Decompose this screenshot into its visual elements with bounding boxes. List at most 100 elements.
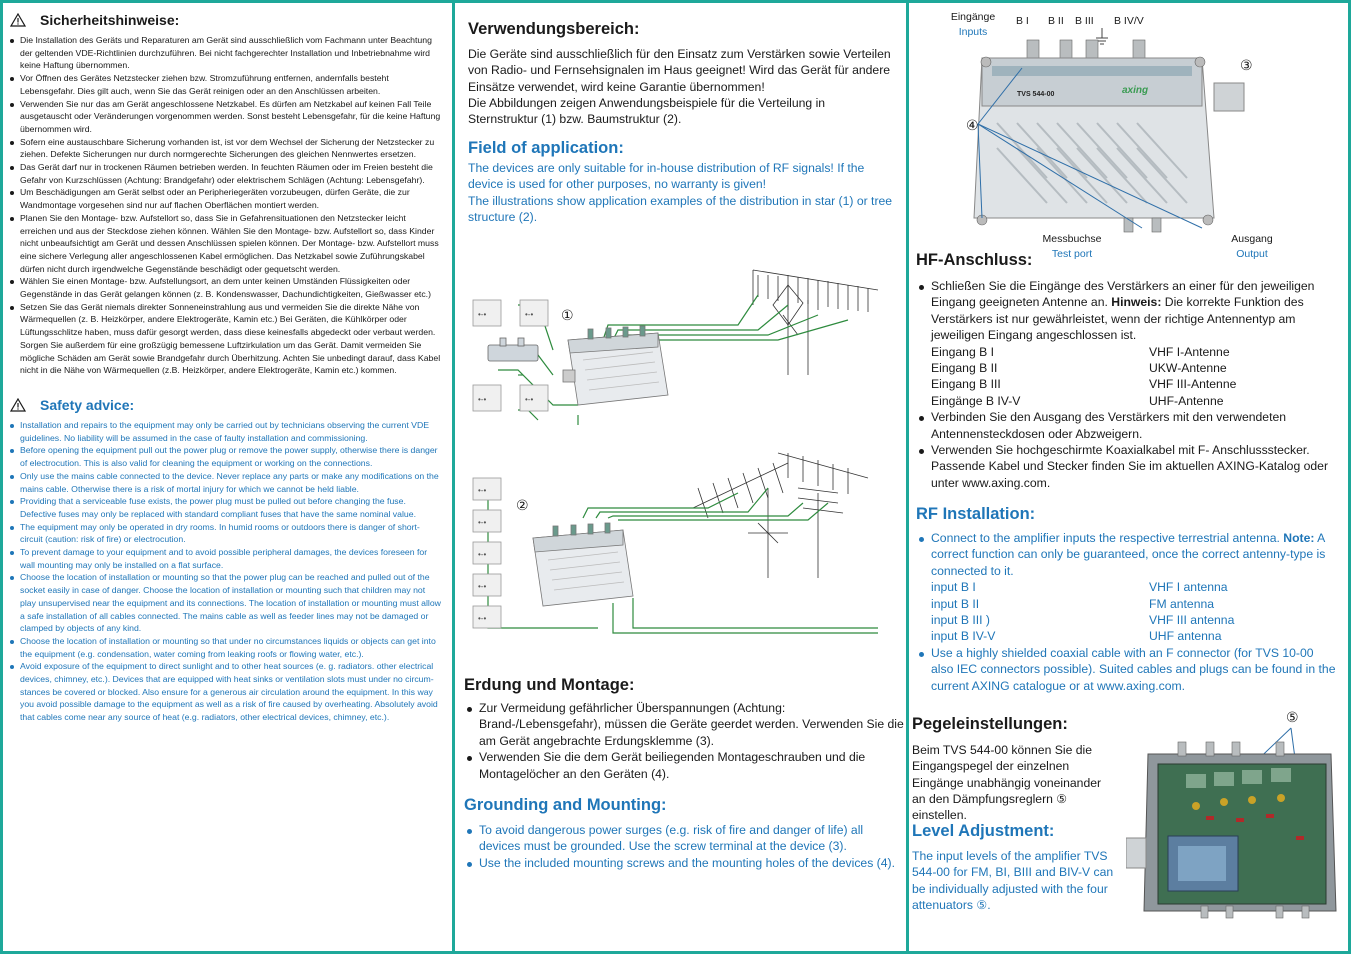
svg-text:•-•: •-• <box>478 395 486 404</box>
svg-text:•-•: •-• <box>478 310 486 319</box>
usage-column: Verwendungsbereich: Die Geräte sind auss… <box>458 0 906 954</box>
svg-text:•-•: •-• <box>478 518 486 527</box>
antenna-mast-2 <box>692 452 869 578</box>
list-item: Verwenden Sie nur das am Gerät angeschlo… <box>8 98 442 136</box>
list-item: Vor Öffnen des Gerätes Netzstecker ziehe… <box>8 72 442 97</box>
table-cell: input B II <box>931 596 980 611</box>
brand-logo: axing <box>1122 85 1148 96</box>
rf-de-note-label: Hinweis: <box>1111 295 1162 310</box>
usage-de-title: Verwendungsbereich: <box>468 20 640 38</box>
safety-column: Sicherheitshinweise: Die Installation de… <box>6 0 446 954</box>
table-cell: VHF I antenna <box>1149 580 1228 595</box>
list-item: Installation and repairs to the equipmen… <box>8 419 442 444</box>
list-item: Das Gerät darf nur in trockenen Räumen b… <box>8 161 442 186</box>
table-cell: Eingang B III <box>931 377 1001 392</box>
level-de-text: Beim TVS 544-00 können Sie die Eingangsp… <box>912 743 1102 823</box>
list-item: Verbinden Sie den Ausgang des Verstärker… <box>916 409 1336 442</box>
list-item: Zur Vermeidung gefährlicher Überspannung… <box>464 700 904 749</box>
grounding-de-list: Zur Vermeidung gefährlicher Überspannung… <box>464 700 904 782</box>
rf-de-item1-note: Die korrekte Funktion des Verstärkers is… <box>931 295 1304 343</box>
rf-en-note-label: Note: <box>1283 531 1315 545</box>
antenna-mast-1 <box>752 269 879 375</box>
inputs-label-en: Inputs <box>958 26 988 38</box>
svg-text:•-•: •-• <box>478 614 486 623</box>
amplifier-image <box>532 522 634 607</box>
rf-en-list: Connect to the amplifier inputs the resp… <box>916 530 1336 694</box>
inputs-label-de: Eingänge <box>950 11 996 23</box>
list-item: Um Beschädigungen am Gerät selbst oder a… <box>8 186 442 211</box>
port-label-b3: B III <box>1075 15 1094 27</box>
marker-5: ⑤ <box>1286 710 1299 726</box>
rf-column: Eingänge Inputs B I B II B III B IV/V TV… <box>912 0 1346 954</box>
safety-de-list: Die Installation des Geräts und Reparatu… <box>8 34 442 377</box>
output-label-de: Ausgang <box>1231 233 1273 245</box>
table-cell: input B I <box>931 580 976 595</box>
model-label: TVS 544-00 <box>1017 91 1054 98</box>
rf-en-item1-note: A correct function can only be guarantee… <box>931 531 1326 578</box>
output-label: Ausgang Output <box>1228 232 1276 262</box>
list-item: Use the included mounting screws and the… <box>464 855 904 871</box>
table-cell: VHF I-Antenne <box>1149 344 1230 359</box>
amplifier-photo: TVS 544-00 axing ④ ③ <box>966 28 1252 233</box>
table-cell: UHF-Antenne <box>1149 393 1224 408</box>
table-cell: FM antenna <box>1149 596 1215 611</box>
svg-text:•-•: •-• <box>525 310 533 319</box>
level-en-text: The input levels of the amplifier TVS 54… <box>912 849 1114 912</box>
list-item: Use a highly shielded coaxial cable with… <box>916 645 1336 694</box>
amplifier-open-photo: ⑤ <box>1126 710 1337 919</box>
ground-terminal-icon <box>1096 28 1108 45</box>
list-item: Wählen Sie einen Montage- bzw. Aufstellu… <box>8 275 442 300</box>
list-item: The equipment may only be operated in dr… <box>8 521 442 546</box>
list-item: Setzen Sie das Gerät niemals direkter So… <box>8 301 442 377</box>
svg-text:•-•: •-• <box>478 582 486 591</box>
list-item: Sofern eine austauschbare Sicherung vorh… <box>8 136 442 161</box>
port-label-b1: B I <box>1016 15 1029 27</box>
list-item: Planen Sie den Montage- bzw. Aufstellort… <box>8 212 442 276</box>
safety-de-heading: Sicherheitshinweise: <box>10 12 442 28</box>
diagram-label-1: ① <box>561 308 574 324</box>
table-cell: input B IV-V <box>931 629 996 644</box>
wall-socket <box>472 477 502 629</box>
list-item: To avoid dangerous power surges (e.g. ri… <box>464 822 904 855</box>
svg-text:•-•: •-• <box>478 550 486 559</box>
table-cell: VHF III-Antenne <box>1149 377 1237 392</box>
rf-en-item1-text: Connect to the amplifier inputs the resp… <box>931 531 1280 545</box>
star-distribution-diagram: •-••-••-••-• ① <box>472 269 879 425</box>
list-item: Schließen Sie die Eingänge des Verstärke… <box>916 278 1336 409</box>
warning-triangle-icon <box>10 397 26 412</box>
test-port-label-de: Messbuchse <box>1042 233 1102 245</box>
warning-triangle-icon <box>10 13 26 27</box>
safety-en-heading: Safety advice: <box>10 397 442 413</box>
diagram-label-2: ② <box>516 498 529 514</box>
port-label-b45: B IV/V <box>1114 15 1144 27</box>
table-cell: Eingang B II <box>931 361 998 376</box>
list-item: Providing that a serviceable fuse exists… <box>8 495 442 520</box>
marker-3: ③ <box>1240 58 1252 74</box>
rf-de-title: HF-Anschluss: <box>916 251 1033 269</box>
test-port-label: Messbuchse Test port <box>1038 232 1106 262</box>
column-divider <box>906 0 909 954</box>
list-item: Die Installation des Geräts und Reparatu… <box>8 34 442 72</box>
usage-de-text: Die Geräte sind ausschließlich für den E… <box>468 46 893 127</box>
splitter <box>487 337 539 362</box>
usage-en-line1: The devices are only suitable for in-hou… <box>468 161 865 192</box>
usage-en-text: The devices are only suitable for in-hou… <box>468 160 896 225</box>
safety-en-title: Safety advice: <box>40 396 135 413</box>
rf-de-list: Schließen Sie die Eingänge des Verstärke… <box>916 278 1336 491</box>
usage-en-title: Field of application: <box>468 139 624 157</box>
inputs-label: Eingänge Inputs <box>948 10 998 40</box>
list-item: Avoid exposure of the equipment to direc… <box>8 660 442 724</box>
grounding-en-title: Grounding and Mounting: <box>464 796 667 814</box>
svg-text:•-•: •-• <box>478 486 486 495</box>
mounting-screw-icon <box>976 56 1214 226</box>
amplifier-image <box>562 325 669 406</box>
rf-en-title: RF Installation: <box>916 505 1036 523</box>
table-cell: UKW-Antenne <box>1149 361 1227 376</box>
table-cell: VHF III antenna <box>1149 613 1235 628</box>
rf-en-table: input B I VHF I antenna input B II FM ante… <box>931 579 1336 645</box>
safety-en-list: Installation and repairs to the equipmen… <box>8 419 442 724</box>
list-item: Connect to the amplifier inputs the resp… <box>916 530 1336 645</box>
grounding-en-list: To avoid dangerous power surges (e.g. ri… <box>464 822 904 871</box>
grounding-de-title: Erdung und Montage: <box>464 676 635 694</box>
